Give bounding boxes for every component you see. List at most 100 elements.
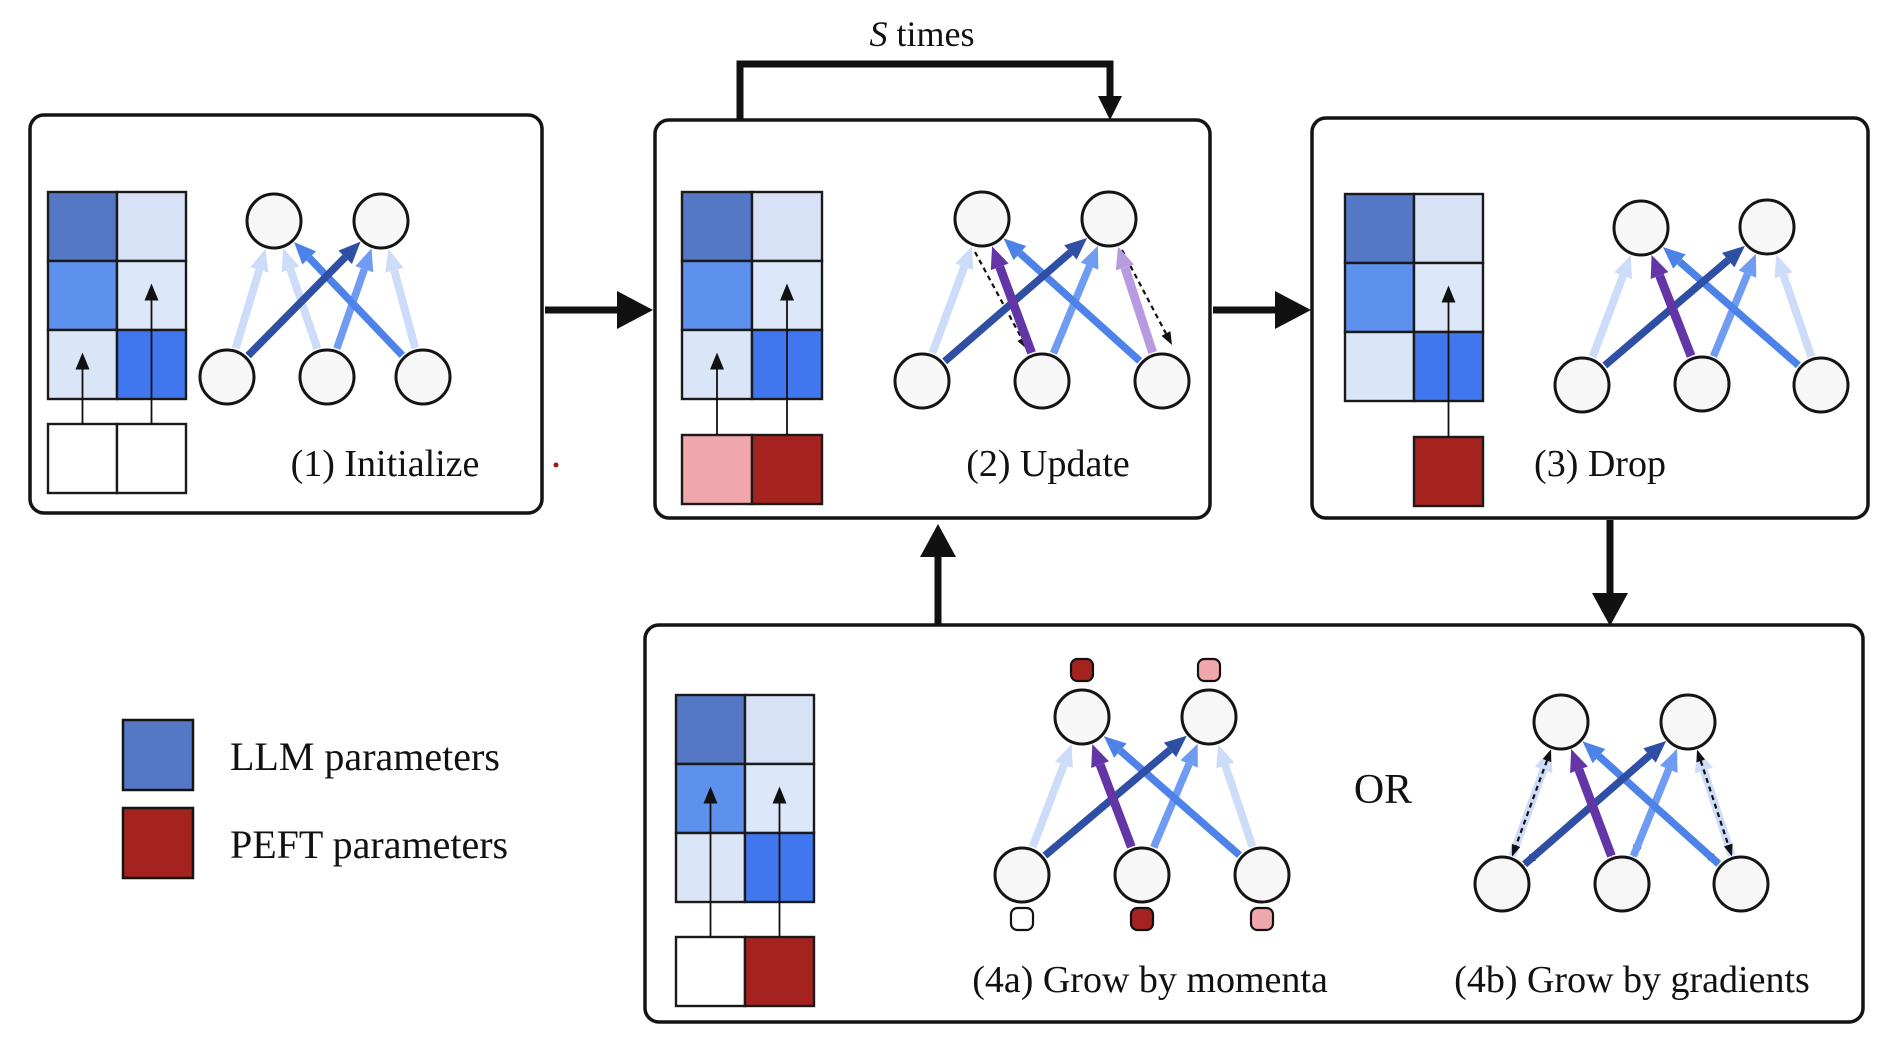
network-edge-navy [1522,752,1653,868]
network-node [394,348,452,406]
weight-matrix-initialize [46,190,188,495]
network-edge-pale [286,268,322,350]
network-edge-pale [231,268,264,350]
network-edge-blue [1117,747,1242,859]
momentum-chip-white [1009,906,1035,932]
peft-square [680,433,754,506]
legend-swatch-llm [121,718,195,792]
network-node [1133,352,1191,410]
arrow-update-to-drop [1213,291,1311,329]
network-node [245,192,303,250]
weight-matrix-grow [674,693,816,1008]
legend: LLM parameters PEFT parameters [121,718,508,880]
network-node [1553,356,1611,414]
arrow-head [1091,744,1109,769]
peft-square [750,433,824,506]
arrow-head [1003,238,1027,261]
network-edge-blue [1017,250,1143,364]
network-edge-pale [1221,764,1257,848]
momentum-chip-pink [1249,906,1275,932]
momentum-chip-pink [1196,657,1222,683]
network-edge-skyblue [1710,272,1751,358]
loop-count-label: S times [870,14,975,54]
feed-arrow-head [780,283,794,301]
peft-square [46,422,119,495]
artifact-dot [553,462,559,468]
network-node [1473,855,1531,913]
network-node [1612,199,1670,257]
network-edge-lilac [1120,266,1157,354]
network-node [1080,190,1138,248]
matrix-cell [1343,330,1416,403]
dashed-gradient-arrow [1514,760,1549,846]
network-initialize [198,192,452,406]
diagram-graphics [46,190,1850,1008]
arrow-grow-to-update [920,524,956,625]
dashed-gradient-arrow [1699,760,1730,846]
network-node [1792,356,1850,414]
network-edge-purple [1655,273,1696,358]
network-drop [1553,198,1850,414]
matrix-cell [1343,261,1416,334]
dashed-gradient-arrow [1121,249,1167,335]
network-edge-navy [245,254,348,359]
network-edge-pale [1588,274,1627,359]
feed-arrow-head [144,283,159,301]
network-node [1659,693,1717,751]
feed-arrow-head [703,786,718,804]
peft-square [743,935,816,1008]
peft-square [1412,435,1485,508]
arrow-head [1696,749,1706,763]
momentum-chip-red [1069,657,1095,683]
network-edge-navy [1602,257,1731,369]
network-edge-skyblue [333,267,368,350]
network-edge-pale [928,265,969,355]
feed-arrow-head [710,352,724,370]
arrow-head [1650,255,1669,279]
matrix-cell [743,693,816,766]
network-node [1180,688,1238,746]
arrow-head [1659,748,1678,773]
caption-update: (2) Update [966,443,1130,485]
arrow-head [990,246,1009,271]
network-edge-skyblue [1050,264,1093,355]
network-edge-purple [1574,768,1616,858]
network-node [1593,855,1651,913]
arrow-head [338,241,361,264]
arrow-head [1055,744,1073,769]
caption-drop: (3) Drop [1534,443,1666,485]
network-node [1113,846,1171,904]
arrow-head [1180,743,1198,768]
network-node [298,348,356,406]
network-edge-pale [390,269,420,350]
arrow-head [1662,247,1686,269]
network-node [993,846,1051,904]
arrow-head [1614,255,1632,280]
network-edge-navy [1042,747,1173,859]
network-grow_momenta [993,657,1291,932]
caption-grow-gradients: (4b) Grow by gradients [1454,959,1810,1001]
arrow-head [250,248,269,273]
matrix-cell [46,259,119,332]
caption-initialize: (1) Initialize [291,443,480,485]
matrix-cell [115,190,188,263]
network-edge-blue [1676,258,1801,369]
matrix-cell [680,190,754,263]
labels: S times (1) Initialize (2) Update (3) Dr… [291,14,1810,1001]
arrow-head [294,241,317,265]
matrix-cell [750,190,824,263]
network-node [1712,855,1770,913]
matrix-cell [1412,192,1485,265]
weight-matrix-update [680,190,824,506]
network-node [1053,688,1111,746]
arrow-head [1511,843,1521,857]
feed-arrow-head [75,352,90,370]
feed-arrow-head [772,786,787,804]
network-node [1738,198,1796,256]
network-node [352,192,410,250]
arrow-head [1542,749,1552,763]
legend-label-peft: PEFT parameters [230,822,508,867]
or-label: OR [1354,767,1412,813]
network-edge-skyblue [1150,762,1193,849]
